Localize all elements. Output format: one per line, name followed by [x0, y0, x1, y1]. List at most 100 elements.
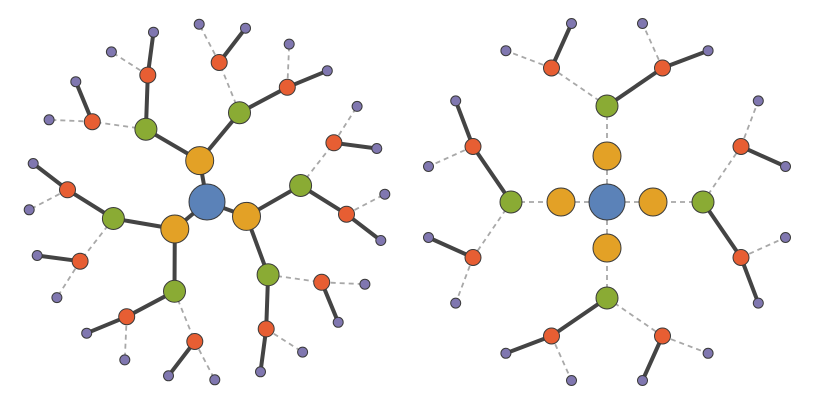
leaf-node: [450, 297, 462, 309]
leaf-node: [637, 375, 648, 386]
dashed-edge: [198, 23, 220, 63]
level1-node: [185, 146, 215, 176]
dashed-edge: [56, 260, 81, 299]
level1-node: [592, 141, 622, 171]
leaf-node: [23, 204, 35, 216]
dashed-edge: [454, 257, 474, 304]
leaf-node: [43, 114, 55, 126]
level1-node: [232, 201, 261, 231]
dashed-edge: [740, 100, 760, 147]
level3-node: [186, 333, 204, 350]
level3-node: [71, 252, 89, 270]
leaf-node: [148, 26, 159, 38]
leaf-node: [351, 100, 363, 112]
level3-node: [543, 327, 560, 345]
leaf-node: [255, 366, 266, 378]
level2-node: [595, 94, 619, 118]
root-node: [588, 183, 626, 221]
dashed-edge: [321, 281, 365, 286]
leaf-node: [450, 95, 462, 107]
leaf-node: [379, 188, 391, 200]
dashed-edge: [662, 335, 709, 355]
dashed-edge: [641, 23, 664, 69]
leaf-node: [566, 375, 577, 386]
leaf-node: [321, 65, 333, 77]
level3-node: [139, 66, 157, 84]
leaf-node: [375, 235, 387, 246]
leaf-node: [780, 161, 791, 172]
leaf-node: [702, 45, 714, 57]
leaf-node: [702, 347, 714, 359]
dashed-edge: [110, 51, 149, 76]
leaf-node: [283, 38, 295, 50]
leaf-node: [81, 327, 93, 339]
dashed-edge: [123, 316, 128, 360]
leaf-node: [566, 18, 577, 29]
leaf-node: [780, 232, 791, 243]
level1-node: [592, 233, 622, 263]
level2-node: [691, 190, 715, 214]
level1-node: [546, 187, 576, 217]
leaf-node: [637, 18, 648, 29]
level2-node: [595, 286, 619, 310]
level3-node: [257, 320, 275, 338]
level3-node: [325, 134, 343, 152]
level2-node: [499, 190, 523, 214]
root-node: [188, 183, 226, 221]
node-group: [23, 18, 391, 386]
dashed-edge: [286, 44, 291, 88]
leaf-node: [752, 297, 764, 309]
dashed-edge: [550, 335, 573, 381]
level3-node: [464, 249, 482, 266]
dashed-edge: [428, 145, 474, 168]
leaf-node: [240, 22, 251, 34]
level3-node: [732, 138, 750, 155]
level3-node: [278, 78, 296, 96]
dashed-edge: [505, 49, 552, 69]
leaf-node: [297, 346, 309, 358]
leaf-node: [163, 370, 174, 382]
leaf-node: [209, 374, 221, 386]
level3-node: [732, 249, 750, 266]
level3-node: [210, 54, 228, 71]
leaf-node: [27, 158, 39, 169]
leaf-node: [359, 278, 371, 290]
leaf-node: [500, 45, 512, 57]
level3-node: [654, 59, 671, 77]
level2-node: [289, 174, 313, 197]
leaf-node: [332, 316, 344, 328]
leaf-node: [31, 250, 43, 261]
level2-node: [228, 101, 251, 125]
leaf-node: [752, 95, 764, 107]
level2-node: [256, 263, 280, 287]
level3-node: [543, 59, 560, 77]
level2-node: [163, 279, 186, 303]
leaf-node: [70, 76, 82, 88]
dashed-edge: [49, 118, 93, 123]
level3-node: [83, 113, 101, 131]
leaf-node: [51, 292, 63, 304]
level3-node: [464, 138, 482, 155]
leaf-node: [105, 46, 117, 58]
dashed-edge: [333, 105, 358, 144]
level3-node: [654, 327, 671, 345]
dashed-edge: [194, 341, 216, 381]
level1-node: [638, 187, 668, 217]
dashed-edge: [346, 193, 386, 215]
dashed-edge: [740, 236, 786, 259]
leaf-node: [423, 161, 434, 172]
level1-node: [160, 214, 190, 244]
leaf-node: [423, 232, 434, 243]
dashed-edge: [265, 328, 304, 353]
level3-node: [118, 308, 136, 326]
tree-diagram-right: [423, 18, 791, 386]
leaf-node: [119, 354, 131, 366]
level3-node: [338, 205, 355, 223]
dashed-edge: [28, 189, 68, 211]
leaf-node: [500, 347, 512, 359]
leaf-node: [371, 143, 383, 154]
leaf-node: [193, 18, 205, 30]
level2-node: [134, 117, 158, 141]
level2-node: [101, 207, 125, 230]
